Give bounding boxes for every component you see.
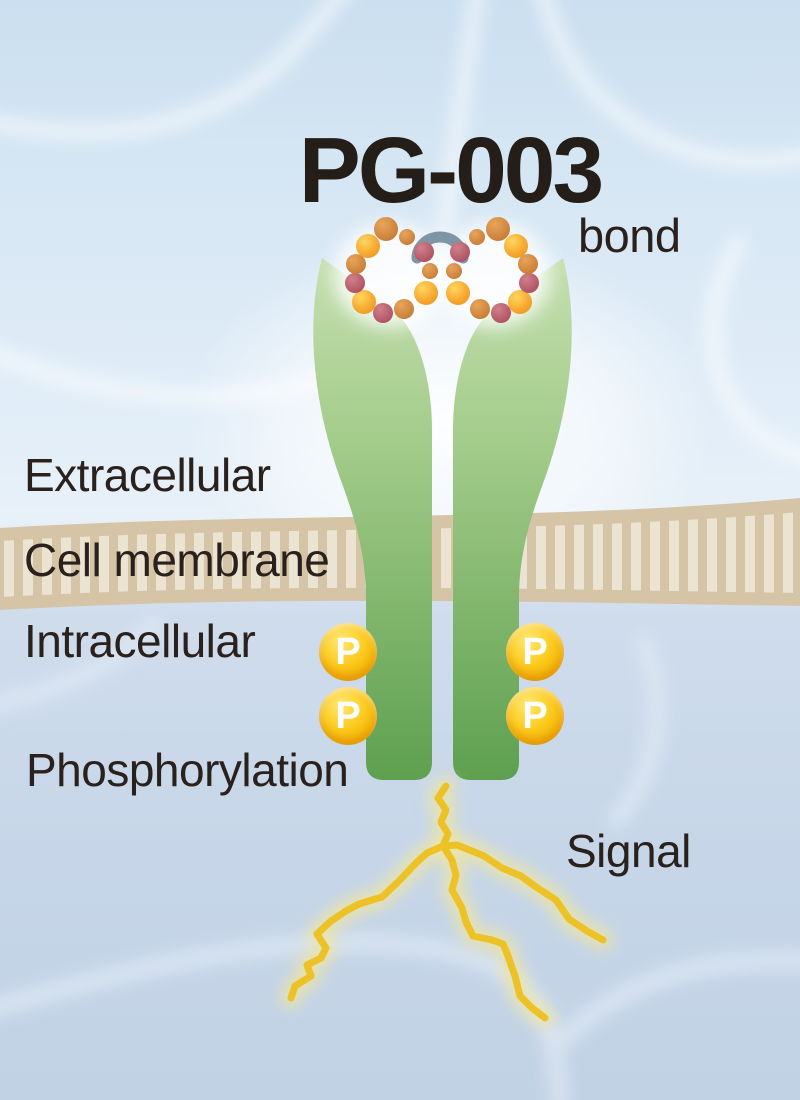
phosphorylation-label: Phosphorylation: [26, 744, 349, 796]
ligand-bead: [352, 290, 376, 314]
intracellular-label: Intracellular: [24, 615, 256, 667]
ligand-bead: [519, 273, 539, 293]
receptor: [313, 258, 572, 780]
phosphate-symbol: P: [522, 630, 548, 673]
phosphate-badge: P: [506, 623, 564, 681]
ligand-bead: [508, 290, 532, 314]
bond-label: bond: [578, 209, 681, 262]
ligand-bead-rings: [345, 217, 539, 323]
ligand-bead: [518, 254, 538, 274]
ligand-bead: [491, 303, 511, 323]
ligand-bead: [450, 242, 470, 262]
ligand-bead: [373, 303, 393, 323]
extracellular-label: Extracellular: [24, 449, 271, 501]
ligand-bead: [345, 273, 365, 293]
ligand-bead: [469, 229, 485, 245]
ligand-bead: [394, 299, 414, 319]
phosphate-badge: P: [319, 687, 377, 745]
ligand-bead: [486, 217, 510, 241]
signal-lightning-icon: [281, 776, 613, 1028]
phosphate-symbol: P: [522, 694, 548, 737]
receptor-right-arm: [453, 258, 572, 780]
phosphate-symbol: P: [335, 694, 361, 737]
ligand-bead: [470, 299, 490, 319]
signal-label: Signal: [566, 825, 691, 877]
ligand-bead: [414, 281, 438, 305]
ligand-bead: [422, 263, 438, 279]
ligand-bead: [346, 254, 366, 274]
ligand-bead: [504, 234, 528, 258]
phosphate-badge: P: [319, 623, 377, 681]
phosphate-symbol: P: [335, 630, 361, 673]
page-title: PG-003: [298, 118, 605, 222]
ligand-bead: [399, 229, 415, 245]
ligand-bead: [374, 217, 398, 241]
cell-membrane-label: Cell membrane: [24, 534, 330, 586]
receptor-left-arm: [313, 258, 432, 780]
ligand-bead: [356, 234, 380, 258]
ligand-bead: [446, 281, 470, 305]
ligand-bead: [446, 263, 462, 279]
phosphate-badge: P: [506, 687, 564, 745]
ligand-bead: [414, 242, 434, 262]
